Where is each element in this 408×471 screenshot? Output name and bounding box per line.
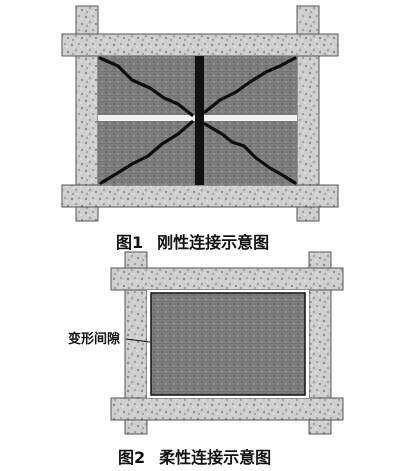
gap-callout-leader (125, 338, 151, 343)
flexible-connection-diagram (110, 251, 344, 435)
diagonal-cracks (98, 56, 297, 185)
figure-2-flexible-connection: 变形间隙 图2 柔性连接示意图 (0, 248, 408, 467)
figure-2-number: 图2 (118, 448, 146, 467)
figure-1-caption: 图1 刚性连接示意图 (116, 229, 269, 253)
figure-2-title: 柔性连接示意图 (159, 448, 272, 467)
figure-1-rigid-connection: 图1 刚性连接示意图 (0, 0, 408, 252)
rigid-connection-diagram (61, 5, 339, 222)
concrete-frame (61, 5, 339, 222)
concrete-frame (110, 251, 344, 435)
figure-2-caption: 图2 柔性连接示意图 (118, 444, 271, 468)
figure-1-title: 刚性连接示意图 (157, 233, 270, 252)
figure-1-number: 图1 (116, 233, 144, 252)
gap-callout-label: 变形间隙 (68, 332, 121, 347)
masonry-infill (150, 292, 306, 396)
vertical-tie-column (195, 56, 204, 185)
